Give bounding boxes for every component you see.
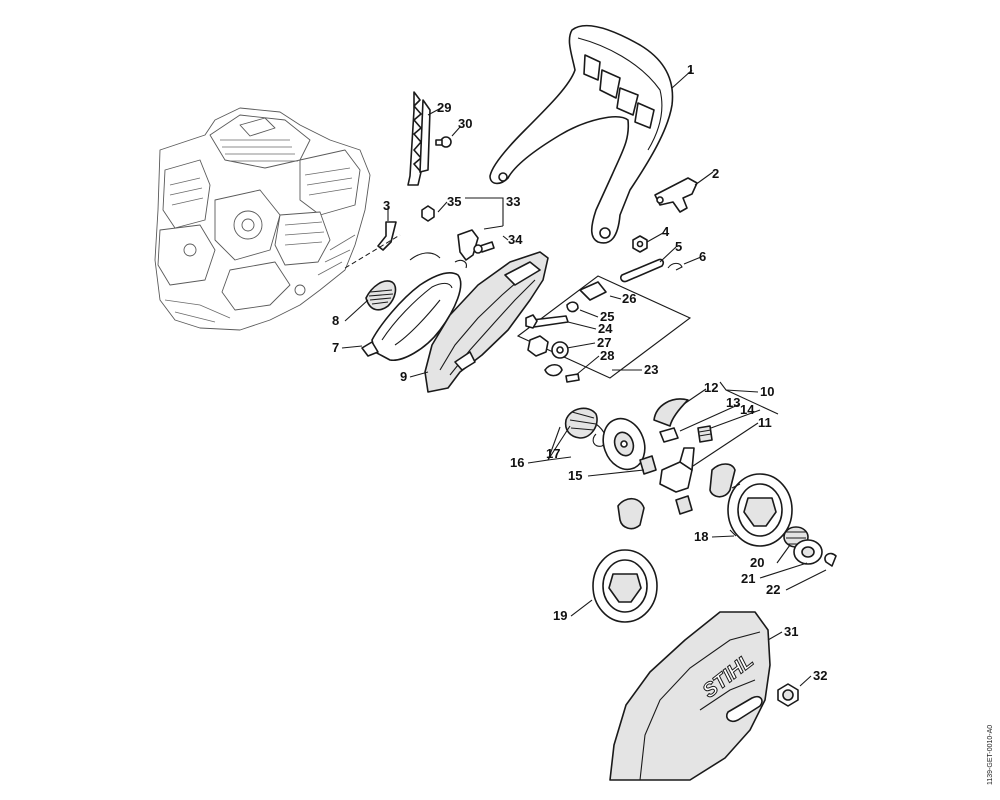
callout-31: 31 <box>784 624 798 639</box>
bumper-spike <box>407 91 431 186</box>
spring-spool-17 <box>564 407 607 447</box>
callout-30: 30 <box>458 116 472 131</box>
callout-1: 1 <box>687 62 694 77</box>
link-plate-part <box>620 258 665 283</box>
callout-23: 23 <box>644 362 658 377</box>
dashed-guide <box>344 234 401 269</box>
callout-29: 29 <box>437 100 451 115</box>
clutch-hub-11 <box>659 447 695 493</box>
callout-35: 35 <box>447 194 461 209</box>
callout-14: 14 <box>740 402 755 417</box>
callout-25: 25 <box>600 309 614 324</box>
clip-part <box>667 262 683 271</box>
brake-band-7 <box>361 252 467 361</box>
part-27 <box>527 335 569 359</box>
nut-35 <box>421 205 435 222</box>
brake-spring-8 <box>365 280 397 311</box>
callout-28: 28 <box>600 348 614 363</box>
spring-14 <box>697 425 713 443</box>
clutch-shoe-right <box>709 463 736 498</box>
callout-8: 8 <box>332 313 339 328</box>
callout-4: 4 <box>662 224 670 239</box>
callout-5: 5 <box>675 239 682 254</box>
brake-kit-23 <box>516 275 692 379</box>
clutch-shoe-12 <box>653 398 689 427</box>
callout-9: 9 <box>400 369 407 384</box>
e-clip-22 <box>824 552 837 567</box>
spring-mid <box>675 495 693 515</box>
sprocket-drum-18 <box>727 473 793 547</box>
engine-housing <box>154 107 371 331</box>
callout-24: 24 <box>598 321 613 336</box>
clutch-shoe-left <box>617 497 645 530</box>
callout-33: 33 <box>506 194 520 209</box>
callout-19: 19 <box>553 608 567 623</box>
part-28 <box>544 363 580 383</box>
callout-16: 16 <box>510 455 524 470</box>
callout-12: 12 <box>704 380 718 395</box>
callout-26: 26 <box>622 291 636 306</box>
washer-21 <box>793 539 823 565</box>
nut-part <box>632 235 648 253</box>
callout-27: 27 <box>597 335 611 350</box>
clutch-drum-15 <box>602 417 646 471</box>
callout-18: 18 <box>694 529 708 544</box>
callout-17: 17 <box>546 446 560 461</box>
callout-22: 22 <box>766 582 780 597</box>
screw-34 <box>473 241 495 254</box>
document-reference: 1139-GET-0010-A0 <box>987 725 994 785</box>
callout-13: 13 <box>726 395 740 410</box>
callout-labels: 1 2 3 4 5 6 7 8 9 10 11 12 13 14 15 16 1… <box>332 62 827 683</box>
callout-15: 15 <box>568 468 582 483</box>
spring-small <box>639 455 657 475</box>
callout-32: 32 <box>813 668 827 683</box>
front-handle <box>489 24 674 244</box>
callout-20: 20 <box>750 555 764 570</box>
leader-lines <box>341 69 827 687</box>
callout-10: 10 <box>760 384 774 399</box>
callout-3: 3 <box>383 198 390 213</box>
callout-6: 6 <box>699 249 706 264</box>
part-25 <box>566 301 579 313</box>
callout-21: 21 <box>741 571 755 586</box>
chain-brake-cover-9 <box>424 251 549 393</box>
callout-2: 2 <box>712 166 719 181</box>
bracket-part <box>654 177 698 213</box>
part-26 <box>579 281 607 301</box>
sprocket-drum-19 <box>592 549 658 623</box>
callout-7: 7 <box>332 340 339 355</box>
sprocket-cover-31 <box>609 611 771 781</box>
part-24 <box>525 314 569 329</box>
callout-34: 34 <box>508 232 523 247</box>
pin-part <box>377 221 397 251</box>
callout-11: 11 <box>758 415 772 430</box>
screw-30 <box>435 136 452 148</box>
clutch-part-13 <box>659 427 679 443</box>
brake-lever-33 <box>457 229 479 261</box>
nut-32 <box>777 683 799 707</box>
